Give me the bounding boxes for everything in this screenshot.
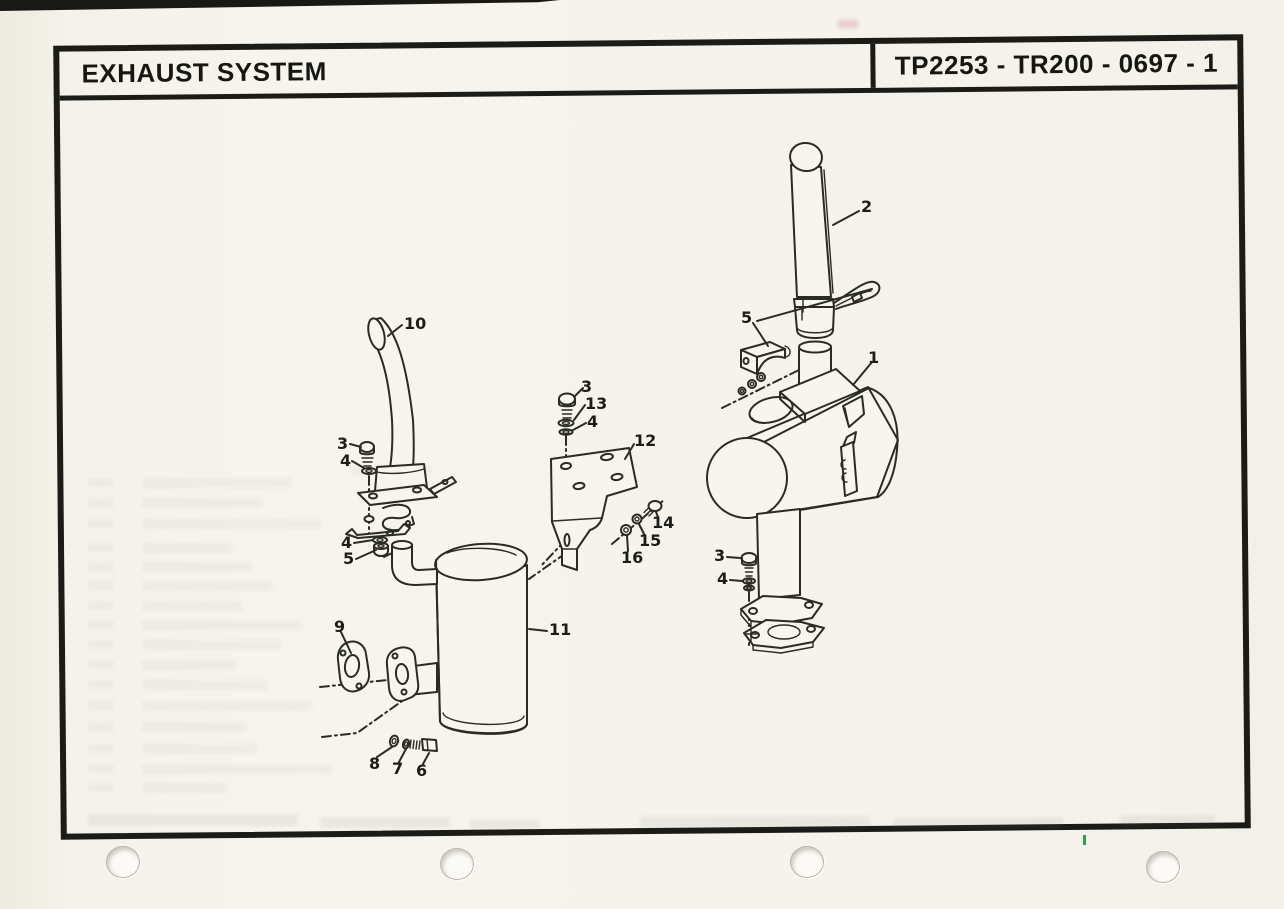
bleed-through-bar: [320, 817, 450, 828]
washer-15: [631, 513, 643, 525]
bleed-through-bar: [1120, 815, 1215, 826]
bleed-through-bar: [142, 581, 272, 591]
nut-16: [620, 524, 632, 536]
bleed-through-bar: [88, 543, 114, 552]
bolt-3-right: [740, 552, 758, 577]
bleed-through-bar: [88, 562, 114, 571]
callout-leader-lines: [340, 210, 873, 765]
punch-hole-4: [1146, 851, 1180, 883]
bolt-3-left: [359, 441, 375, 467]
washers-4-right: [742, 577, 756, 592]
washer-4-middle: [558, 428, 574, 436]
exhaust-clamp: [381, 503, 415, 532]
bleed-through-bar: [142, 478, 292, 488]
bleed-through-bar: [142, 601, 242, 611]
muffler-top-boss: [748, 396, 794, 424]
bleed-through-bar: [142, 680, 267, 690]
scan-smudge-artifact: [838, 20, 858, 28]
bleed-through-bar: [142, 498, 262, 508]
bleed-through-bar: [142, 640, 282, 650]
bleed-through-bar: [640, 816, 870, 828]
bleed-through-bar: [142, 783, 227, 793]
bleed-through-bar: [88, 783, 114, 792]
washer-8: [388, 734, 400, 748]
bolt-3-middle: [558, 392, 576, 419]
lock-washer-13: [557, 418, 575, 428]
bleed-through-bar: [142, 764, 332, 774]
part1-muffler-body: [706, 386, 899, 519]
down-pipe: [756, 508, 801, 600]
bleed-through-bar: [88, 722, 114, 731]
exhaust-flange-and-gasket: [740, 595, 825, 654]
small-ring-washer: [363, 515, 375, 523]
clamp-band-loop: [833, 280, 881, 310]
bleed-through-bar: [88, 519, 114, 528]
pipe-coupling-band: [793, 298, 835, 339]
lower-bracket-strip: [345, 523, 411, 539]
part11-muffler: [434, 542, 528, 735]
washer-4-left-upper: [361, 467, 377, 475]
bleed-through-bar: [88, 814, 298, 826]
muffler-mount-plate: [779, 368, 865, 428]
scanner-edge-artifact: [0, 0, 560, 11]
bleed-through-bar: [142, 519, 322, 529]
punch-hole-2: [440, 848, 474, 880]
bleed-through-bar: [142, 660, 237, 670]
bleed-through-bar: [470, 819, 540, 829]
bleed-through-bar: [88, 498, 114, 507]
nut-5-left: [373, 542, 389, 557]
part9-gasket: [336, 640, 371, 693]
outlet-stub-and-flange: [385, 646, 438, 702]
bleed-through-bar: [88, 744, 114, 753]
punch-hole-1: [106, 846, 140, 878]
bleed-through-bar: [142, 701, 312, 711]
inlet-elbow-pipe: [391, 540, 438, 586]
bleed-through-bar: [893, 817, 1063, 828]
bleed-through-bar: [142, 562, 252, 572]
bleed-through-bar: [88, 660, 114, 669]
part12-support-bracket: [550, 447, 638, 571]
bleed-through-bar: [88, 601, 114, 610]
bleed-through-bar: [88, 764, 114, 773]
bleed-through-bar: [142, 620, 302, 630]
heat-shield-strip: [840, 431, 858, 497]
lock-washer-7: [401, 738, 411, 750]
bleed-through-bar: [88, 701, 114, 710]
saddle-clamp-5: [740, 341, 791, 375]
bleed-through-bar: [88, 478, 114, 487]
bleed-through-bar: [142, 744, 257, 754]
bleed-through-bar: [88, 581, 114, 590]
mount-flange-plate: [357, 476, 457, 506]
bleed-through-bar: [88, 620, 114, 629]
part2-exhaust-pipe: [789, 141, 834, 298]
bleed-through-bar: [142, 722, 247, 732]
scan-color-artifact: [1083, 835, 1086, 845]
punch-hole-3: [790, 846, 824, 878]
bleed-through-bar: [142, 543, 232, 553]
clamp-nuts: [737, 372, 766, 396]
bleed-through-bar: [88, 680, 114, 689]
bleed-through-bar: [88, 640, 114, 649]
bolt-6: [409, 738, 438, 752]
bolt-14: [643, 500, 663, 517]
